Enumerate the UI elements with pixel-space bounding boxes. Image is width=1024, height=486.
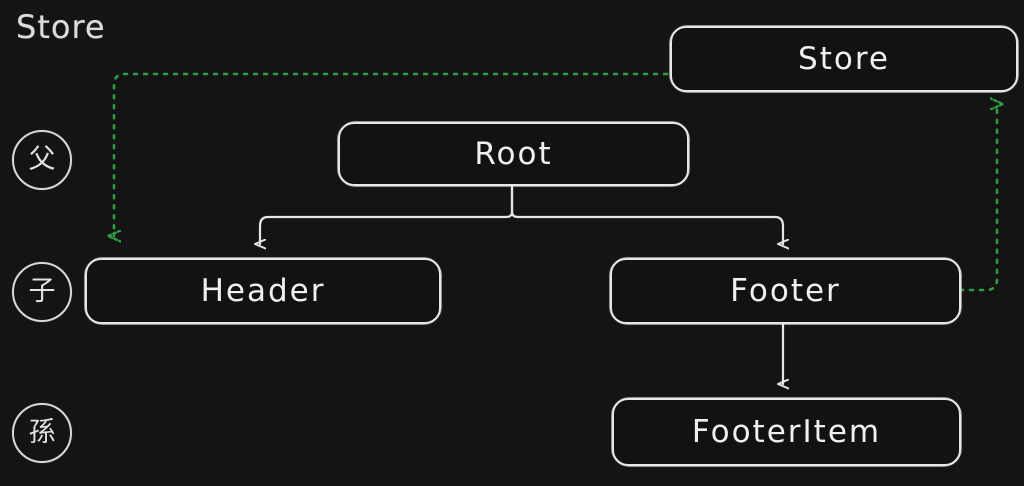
node-footer-item[interactable]: FooterItem <box>611 397 962 467</box>
node-header-label: Header <box>200 273 326 309</box>
generation-badge-grandchild-label: 孫 <box>28 416 56 448</box>
node-footer-item-label: FooterItem <box>691 414 882 450</box>
node-footer[interactable]: Footer <box>609 257 962 325</box>
generation-badge-grandchild: 孫 <box>12 403 72 463</box>
generation-badge-child-label: 子 <box>28 275 56 307</box>
node-root[interactable]: Root <box>337 121 690 187</box>
edge-root-header <box>260 181 514 244</box>
node-header[interactable]: Header <box>84 257 442 325</box>
generation-badge-parent: 父 <box>12 130 72 190</box>
generation-badge-parent-label: 父 <box>28 143 56 175</box>
node-footer-label: Footer <box>730 273 841 309</box>
edge-footer-store <box>958 104 997 292</box>
node-store[interactable]: Store <box>669 25 1019 93</box>
node-root-label: Root <box>474 136 553 172</box>
edge-root-footer <box>510 181 783 244</box>
page-title: Store <box>16 8 106 46</box>
node-store-label: Store <box>798 41 890 77</box>
generation-badge-child: 子 <box>12 262 72 322</box>
